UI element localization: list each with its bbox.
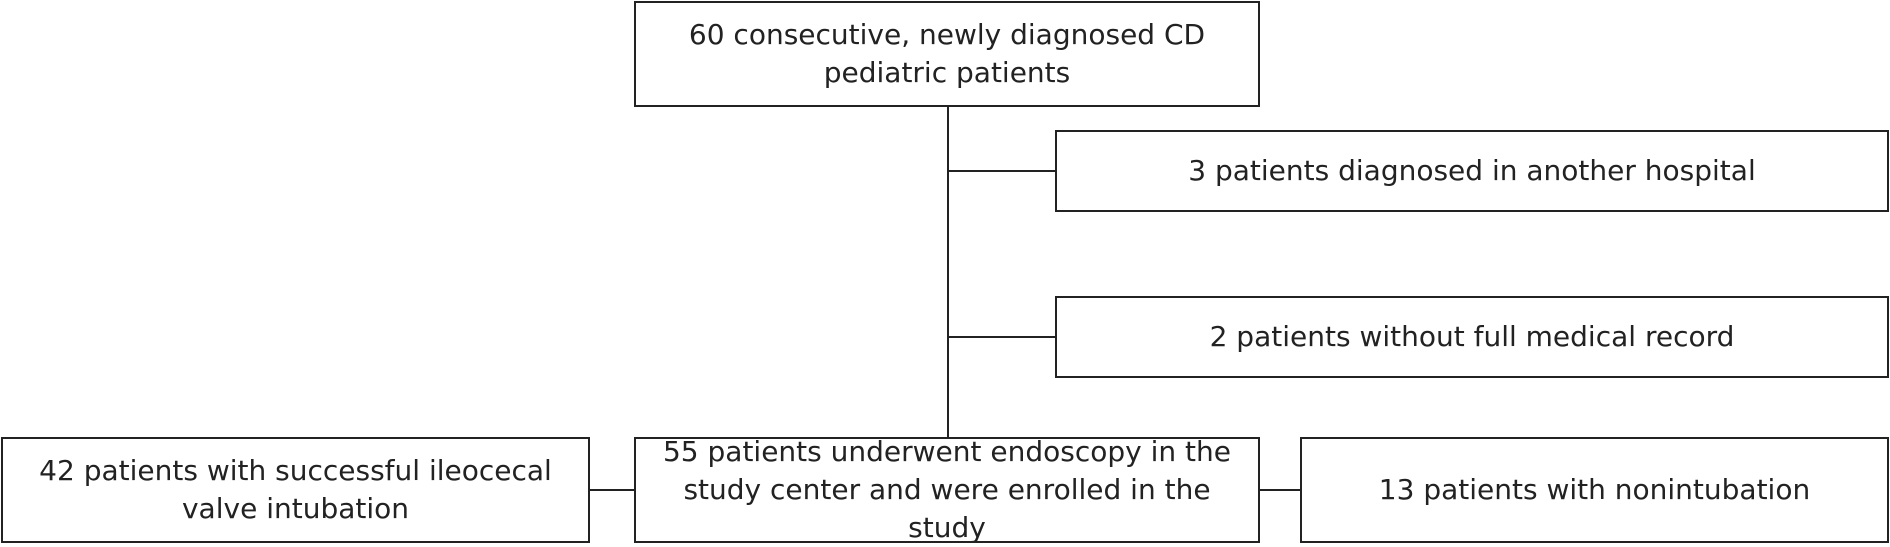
exclusion-box-no-record: 2 patients without full medical record: [1055, 296, 1889, 378]
nonintubation-text: 13 patients with nonintubation: [1378, 473, 1811, 506]
successful-intubation-text: 42 patients with successful ileocecal va…: [39, 454, 552, 525]
exclusion-box-other-hospital: 3 patients diagnosed in another hospital: [1055, 130, 1889, 212]
connector-exclusion-1: [948, 170, 1055, 172]
initial-cohort-box: 60 consecutive, newly diagnosed CD pedia…: [634, 1, 1260, 107]
exclusion-other-hospital-text: 3 patients diagnosed in another hospital: [1188, 154, 1756, 187]
connector-nonintubation: [1260, 489, 1300, 491]
nonintubation-box: 13 patients with nonintubation: [1300, 437, 1889, 543]
initial-cohort-text: 60 consecutive, newly diagnosed CD pedia…: [688, 18, 1206, 89]
enrolled-box: 55 patients underwent endoscopy in the s…: [634, 435, 1260, 544]
exclusion-no-record-text: 2 patients without full medical record: [1209, 320, 1735, 353]
connector-successful: [590, 489, 634, 491]
successful-intubation-box: 42 patients with successful ileocecal va…: [1, 437, 590, 543]
connector-exclusion-2: [948, 336, 1055, 338]
enrolled-text: 55 patients underwent endoscopy in the s…: [662, 435, 1232, 544]
connector-vertical-main: [947, 107, 949, 437]
